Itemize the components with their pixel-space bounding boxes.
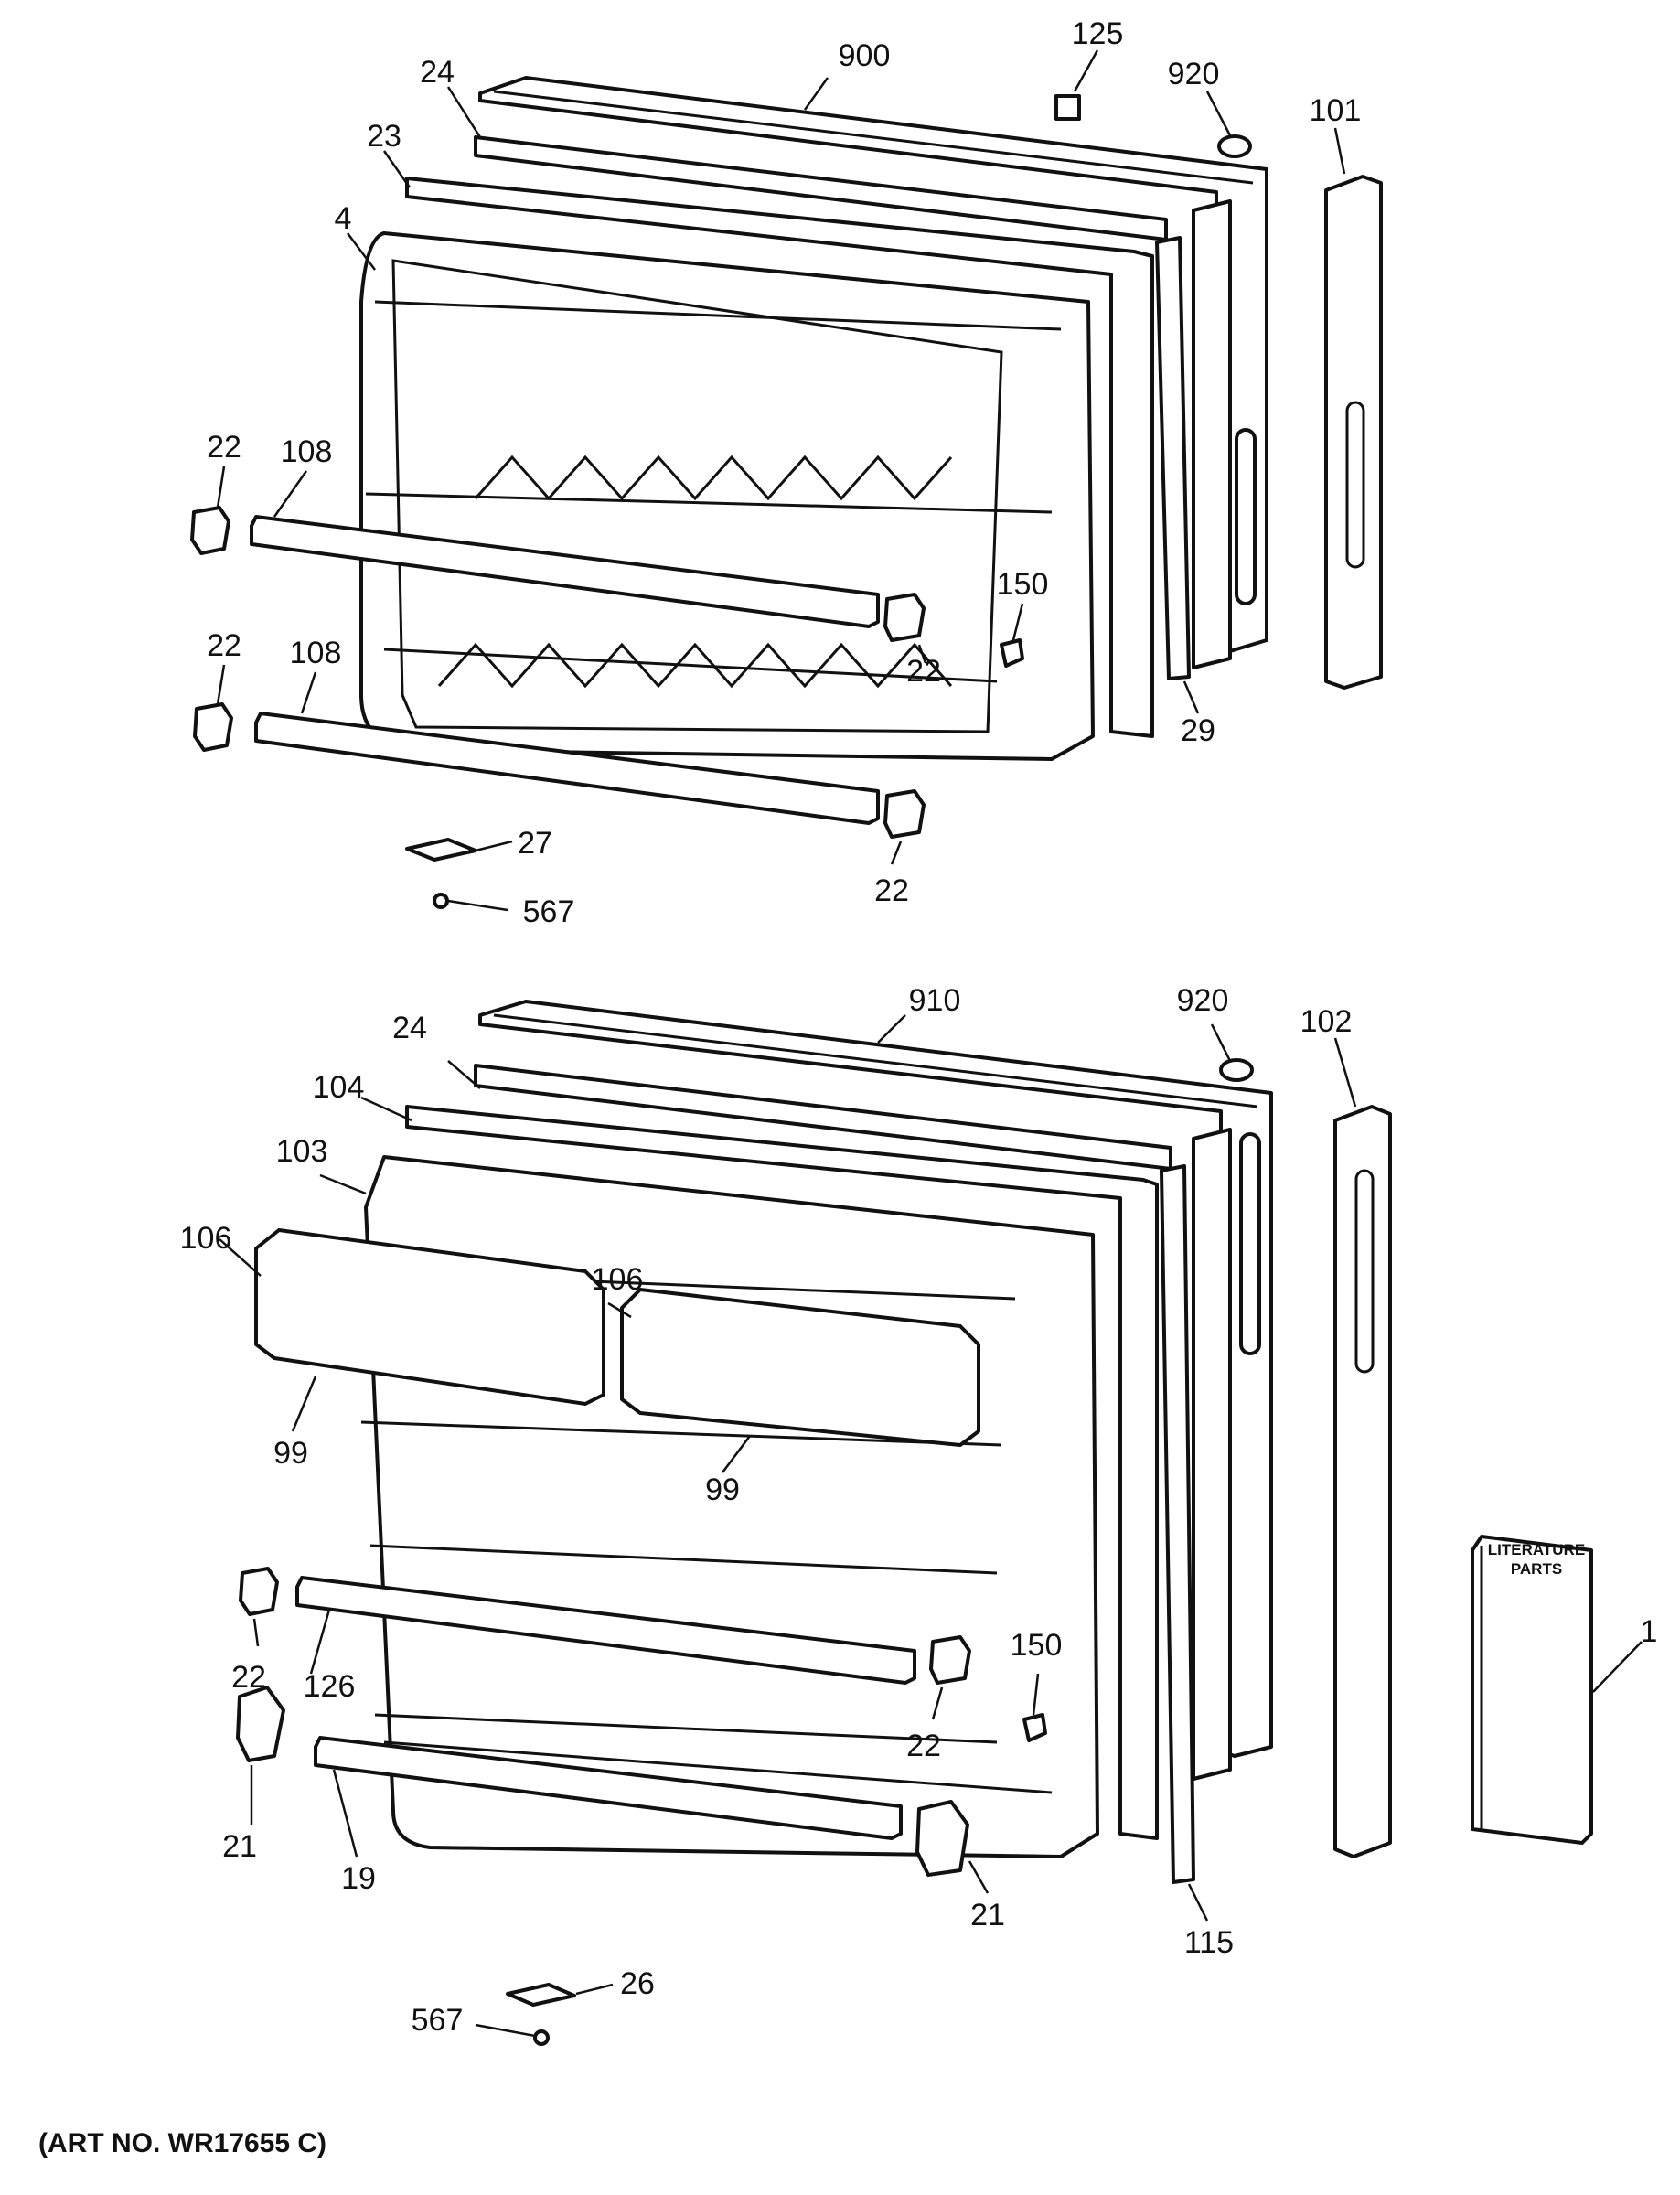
callout-24: 24 — [420, 55, 455, 90]
literature-label-line1: LITERATURE — [1487, 1541, 1586, 1558]
dairy-bin-106-left — [254, 1228, 605, 1406]
callout-900: 900 — [839, 38, 891, 73]
callout-22-e: 22 — [231, 1660, 266, 1695]
breaker-strip-115 — [1160, 1164, 1195, 1884]
shelf-bracket-22-b — [883, 593, 926, 642]
shelf-bar-108-lower — [254, 712, 880, 825]
callout-910: 910 — [909, 983, 961, 1018]
callout-104: 104 — [313, 1070, 365, 1105]
art-number-caption: (ART NO. WR17655 C) — [38, 2128, 327, 2158]
callout-27: 27 — [518, 826, 552, 861]
freezer-door-assembly: 900 125 920 101 24 23 4 22 108 150 22 29… — [190, 16, 1383, 929]
callout-4: 4 — [335, 201, 352, 236]
screw-150-bottom — [1022, 1713, 1047, 1742]
callout-102: 102 — [1300, 1004, 1353, 1039]
callout-106-a: 106 — [180, 1221, 232, 1256]
handle-trim-101 — [1324, 175, 1383, 690]
cap-920-bottom — [1219, 1058, 1254, 1082]
callout-21-b: 21 — [970, 1898, 1005, 1933]
callout-22-c: 22 — [207, 628, 241, 663]
hinge-26 — [506, 1983, 576, 2007]
callout-24-b: 24 — [392, 1011, 427, 1045]
shelf-bracket-22-e — [239, 1567, 279, 1616]
screw-150-top — [1000, 638, 1024, 668]
callout-567-a: 567 — [523, 894, 575, 929]
screw-567-bottom — [533, 2029, 550, 2046]
freezer-callouts: 900 125 920 101 24 23 4 22 108 150 22 29… — [207, 16, 1361, 929]
callout-22-f: 22 — [906, 1729, 941, 1763]
callout-920-b: 920 — [1177, 983, 1229, 1018]
shelf-bar-108-upper — [250, 515, 880, 628]
shelf-ribs-lower — [437, 642, 953, 689]
fresh-food-leaders — [219, 1014, 1643, 2038]
outer-door-panel-910 — [478, 1000, 1273, 1781]
callout-150-a: 150 — [997, 567, 1049, 602]
callout-567-b: 567 — [412, 2003, 464, 2038]
callout-125: 125 — [1072, 16, 1124, 51]
freezer-leaders — [216, 49, 1346, 912]
breaker-strip-29 — [1155, 236, 1191, 680]
callout-26: 26 — [620, 1966, 655, 2001]
callout-22-d: 22 — [874, 873, 909, 908]
callout-108-b: 108 — [290, 636, 342, 670]
plug-125 — [1054, 94, 1081, 121]
callout-29: 29 — [1181, 713, 1215, 748]
callout-23: 23 — [367, 119, 401, 154]
callout-150-b: 150 — [1011, 1628, 1063, 1663]
shelf-bar-126 — [295, 1576, 916, 1685]
inner-door-liner-4 — [359, 231, 1095, 761]
hinge-27 — [405, 838, 477, 862]
callout-106-b: 106 — [592, 1262, 644, 1297]
callout-103: 103 — [276, 1134, 328, 1169]
callout-22-a: 22 — [207, 430, 241, 465]
cap-920-top — [1217, 134, 1252, 158]
callout-1: 1 — [1641, 1614, 1658, 1649]
callout-21-a: 21 — [222, 1829, 257, 1864]
shelf-bracket-22-c — [193, 702, 233, 752]
shelf-ribs-upper — [474, 455, 953, 501]
gasket-104 — [405, 1105, 1159, 1840]
callout-126: 126 — [304, 1669, 356, 1704]
shelf-bracket-22-f — [929, 1635, 971, 1685]
literature-parts-1 — [1471, 1535, 1593, 1845]
fresh-food-door-assembly: 910 920 102 24 104 103 106 106 99 99 22 … — [180, 983, 1658, 2046]
outer-door-panel-900 — [478, 76, 1268, 669]
callout-22-b: 22 — [906, 654, 941, 689]
callout-115: 115 — [1184, 1925, 1234, 1960]
callout-920: 920 — [1168, 57, 1220, 91]
callout-108-a: 108 — [281, 434, 333, 469]
handle-trim-102 — [1333, 1105, 1392, 1858]
dairy-bin-106-right — [620, 1288, 980, 1447]
callout-99-a: 99 — [273, 1436, 308, 1471]
fresh-food-callouts: 910 920 102 24 104 103 106 106 99 99 22 … — [180, 983, 1658, 2038]
shelf-bracket-22-d — [883, 789, 926, 839]
shelf-bracket-21-b — [915, 1800, 969, 1877]
callout-99-b: 99 — [705, 1472, 740, 1507]
literature-label-line2: PARTS — [1510, 1560, 1563, 1578]
callout-19: 19 — [341, 1861, 376, 1896]
shelf-bracket-21-a — [236, 1686, 285, 1762]
shelf-bracket-22-a — [190, 506, 230, 555]
shelf-bar-19 — [314, 1736, 903, 1840]
gasket-23 — [405, 177, 1154, 738]
screw-567-top — [433, 893, 449, 909]
callout-101: 101 — [1310, 93, 1362, 128]
